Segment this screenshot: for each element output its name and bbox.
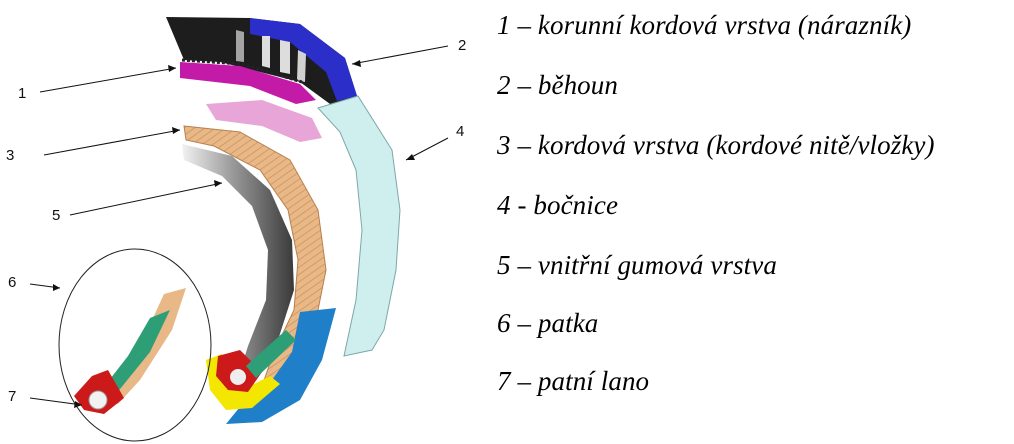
callout-2: 2 — [458, 37, 466, 54]
callout-1: 1 — [18, 85, 26, 102]
callout-4: 4 — [456, 123, 464, 140]
legend-item-3: 3 – kordová vrstva (kordové nitě/vložky) — [497, 130, 935, 161]
legend-item-5: 5 – vnitřní gumová vrstva — [497, 250, 777, 281]
callout-3: 3 — [6, 147, 14, 164]
legend-item-1: 1 – korunní kordová vrstva (nárazník) — [497, 10, 911, 41]
tire-cross-section-diagram: 1 2 3 4 5 6 7 — [0, 0, 480, 444]
legend-item-2: 2 – běhoun — [497, 70, 618, 101]
bead-detail — [59, 249, 211, 441]
legend-item-4: 4 - bočnice — [497, 190, 618, 221]
legend-item-6: 6 – patka — [497, 308, 598, 339]
callout-5: 5 — [52, 207, 60, 224]
callout-7: 7 — [8, 388, 16, 405]
callout-6: 6 — [8, 274, 16, 291]
legend-item-7: 7 – patní lano — [497, 366, 649, 397]
